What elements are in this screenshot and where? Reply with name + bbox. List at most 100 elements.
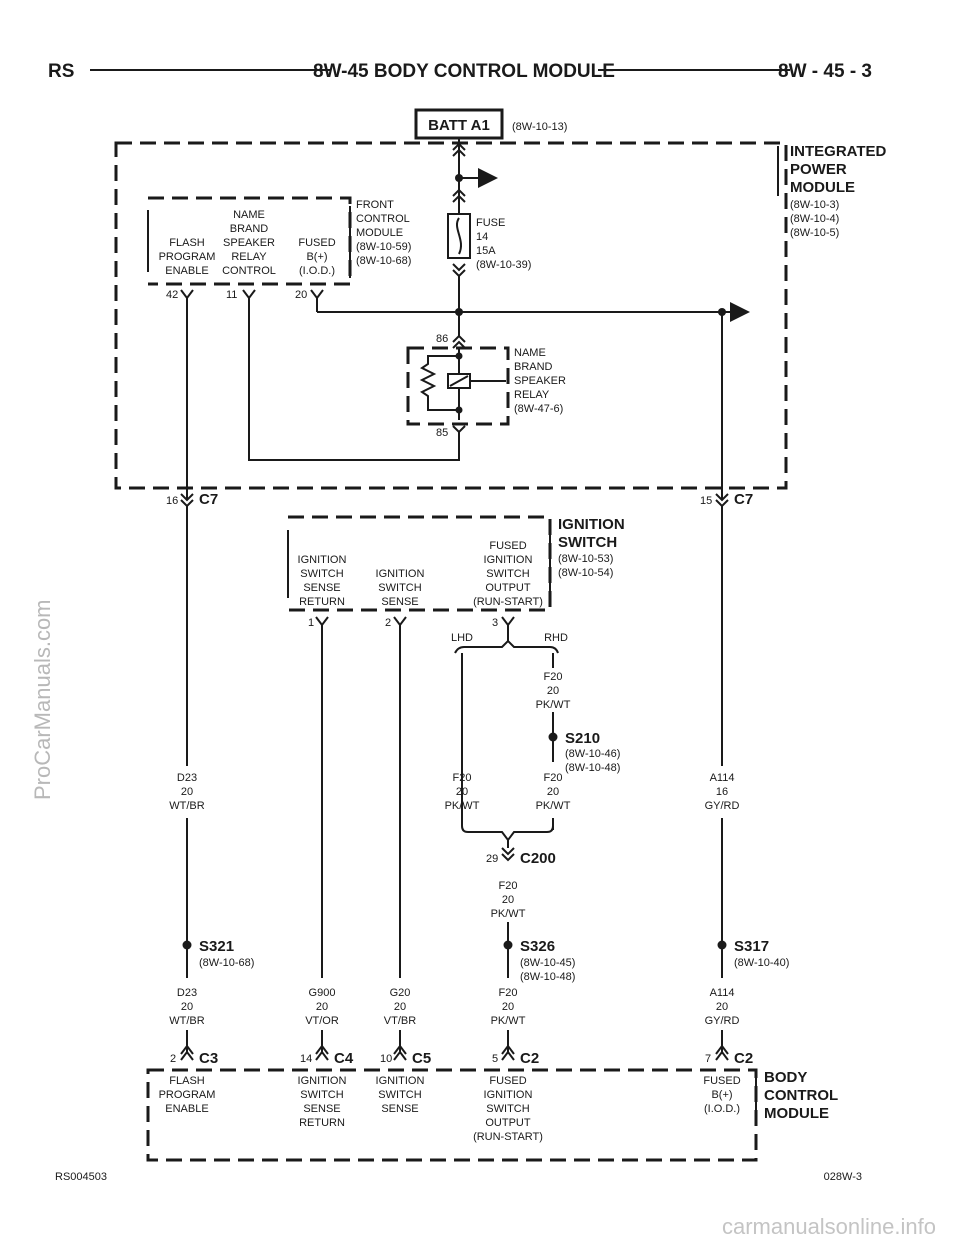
relay-label: NAME BRAND SPEAKER RELAY (8W-47-6) <box>514 347 566 415</box>
s326-splice-icon <box>503 940 513 950</box>
footer-right: 028W-3 <box>824 1171 862 1183</box>
svg-text:IGNITION: IGNITION <box>376 568 425 580</box>
svg-text:CONTROL: CONTROL <box>222 265 276 277</box>
ipm-title: INTEGRATED POWER MODULE (8W-10-3) (8W-10… <box>777 143 887 239</box>
pin-11-terminal <box>242 289 256 300</box>
svg-text:MODULE: MODULE <box>764 1105 829 1122</box>
d23-upper-wire-label: D23 20 WT/BR <box>169 772 204 812</box>
fcm-pin-relay-control: NAME BRAND SPEAKER RELAY CONTROL 11 <box>222 209 276 301</box>
c7-left-pin: 16 <box>166 495 178 507</box>
svg-text:20: 20 <box>181 786 193 798</box>
pin-20-terminal <box>310 289 324 300</box>
svg-text:F20: F20 <box>499 880 518 892</box>
svg-text:20: 20 <box>181 1001 193 1013</box>
svg-text:(8W-10-59): (8W-10-59) <box>356 241 411 253</box>
svg-text:(RUN-START): (RUN-START) <box>473 1131 543 1143</box>
svg-text:BRAND: BRAND <box>514 361 553 373</box>
c4-name: C4 <box>334 1050 354 1067</box>
svg-text:RETURN: RETURN <box>299 1117 345 1129</box>
relay-86-terminal <box>452 334 466 349</box>
svg-text:IGNITION: IGNITION <box>376 1075 425 1087</box>
svg-text:GY/RD: GY/RD <box>705 800 740 812</box>
c7-right-name: C7 <box>734 491 753 508</box>
c2-pin7-connector <box>715 1044 729 1061</box>
svg-text:SENSE: SENSE <box>303 1103 340 1115</box>
s317-splice-icon <box>717 940 727 950</box>
relay-85-terminal <box>452 425 466 434</box>
fuse-top-terminal <box>452 188 466 203</box>
svg-text:IGNITION: IGNITION <box>298 554 347 566</box>
f20-rhd-lower-wire-label: F20 20 PK/WT <box>536 772 571 812</box>
svg-text:VT/BR: VT/BR <box>384 1015 416 1027</box>
relay-control-wire <box>248 298 460 461</box>
c200-name: C200 <box>520 850 556 867</box>
svg-text:SWITCH: SWITCH <box>300 568 343 580</box>
svg-text:20: 20 <box>502 894 514 906</box>
svg-text:RELAY: RELAY <box>231 251 267 263</box>
svg-text:(8W-10-5): (8W-10-5) <box>790 227 839 239</box>
svg-text:(8W-10-3): (8W-10-3) <box>790 199 839 211</box>
relay-resistor-icon <box>419 355 459 411</box>
header-right: 8W - 45 - 3 <box>778 61 872 82</box>
c5-name: C5 <box>412 1050 431 1067</box>
svg-text:A114: A114 <box>710 987 735 999</box>
svg-text:IGNITION: IGNITION <box>484 554 533 566</box>
svg-text:SWITCH: SWITCH <box>558 534 617 551</box>
svg-text:SWITCH: SWITCH <box>300 1089 343 1101</box>
ign-pin-2-terminal <box>393 616 407 627</box>
svg-text:20: 20 <box>456 786 468 798</box>
svg-text:RELAY: RELAY <box>514 389 550 401</box>
svg-text:FUSED: FUSED <box>489 1075 526 1087</box>
s210-splice-icon <box>548 732 558 742</box>
s317-name: S317 <box>734 938 769 955</box>
svg-text:(I.O.D.): (I.O.D.) <box>299 265 335 277</box>
bcm-pin-sense-return: IGNITION SWITCH SENSE RETURN <box>298 1075 347 1129</box>
c4-connector <box>315 1044 329 1061</box>
bottom-watermark: carmanualsonline.info <box>722 1214 936 1239</box>
s326-name: S326 <box>520 938 555 955</box>
svg-text:15A: 15A <box>476 245 496 257</box>
page-title: 8W-45 BODY CONTROL MODULE <box>313 61 615 82</box>
svg-text:PK/WT: PK/WT <box>491 908 526 920</box>
svg-text:CONTROL: CONTROL <box>356 213 410 225</box>
svg-text:SENSE: SENSE <box>303 582 340 594</box>
svg-text:SWITCH: SWITCH <box>378 1089 421 1101</box>
svg-text:OUTPUT: OUTPUT <box>485 582 531 594</box>
svg-text:NAME: NAME <box>233 209 265 221</box>
s321-ref: (8W-10-68) <box>199 957 254 969</box>
fuse-label: FUSE 14 15A (8W-10-39) <box>476 217 531 271</box>
svg-text:SENSE: SENSE <box>381 596 418 608</box>
svg-text:POWER: POWER <box>790 161 847 178</box>
d23-lower-wire-label: D23 20 WT/BR <box>169 987 204 1027</box>
c2-pin7-name: C2 <box>734 1050 753 1067</box>
svg-text:20: 20 <box>547 685 559 697</box>
svg-text:2: 2 <box>385 617 391 629</box>
battery-label: BATT A1 <box>428 117 490 134</box>
s210-ref-1: (8W-10-46) <box>565 748 620 760</box>
svg-text:MODULE: MODULE <box>790 179 855 196</box>
ign-pin-sense-return: IGNITION SWITCH SENSE RETURN 1 <box>298 554 347 629</box>
ign-pin-fused-output: FUSED IGNITION SWITCH OUTPUT (RUN-START)… <box>473 540 543 629</box>
g900-wire-label: G900 20 VT/OR <box>305 987 339 1027</box>
ign-pin-sense: IGNITION SWITCH SENSE 2 <box>376 568 425 629</box>
s326-ref-2: (8W-10-48) <box>520 971 575 983</box>
svg-text:ENABLE: ENABLE <box>165 265 208 277</box>
c5-connector <box>393 1044 407 1061</box>
svg-text:PROGRAM: PROGRAM <box>159 251 216 263</box>
s210-name: S210 <box>565 730 600 747</box>
svg-text:G900: G900 <box>309 987 336 999</box>
svg-text:SPEAKER: SPEAKER <box>223 237 275 249</box>
ign-pin-1-terminal <box>315 616 329 627</box>
svg-text:(8W-10-54): (8W-10-54) <box>558 567 613 579</box>
svg-text:NAME: NAME <box>514 347 546 359</box>
f20-lower-wire-label: F20 20 PK/WT <box>491 987 526 1027</box>
relay-pin-85: 85 <box>436 427 448 439</box>
c3-connector <box>180 1044 194 1061</box>
svg-text:PK/WT: PK/WT <box>491 1015 526 1027</box>
svg-text:SPEAKER: SPEAKER <box>514 375 566 387</box>
svg-text:20: 20 <box>502 1001 514 1013</box>
svg-text:PK/WT: PK/WT <box>536 699 571 711</box>
c3-name: C3 <box>199 1050 218 1067</box>
rhd-label: RHD <box>544 632 568 644</box>
svg-text:SWITCH: SWITCH <box>378 582 421 594</box>
